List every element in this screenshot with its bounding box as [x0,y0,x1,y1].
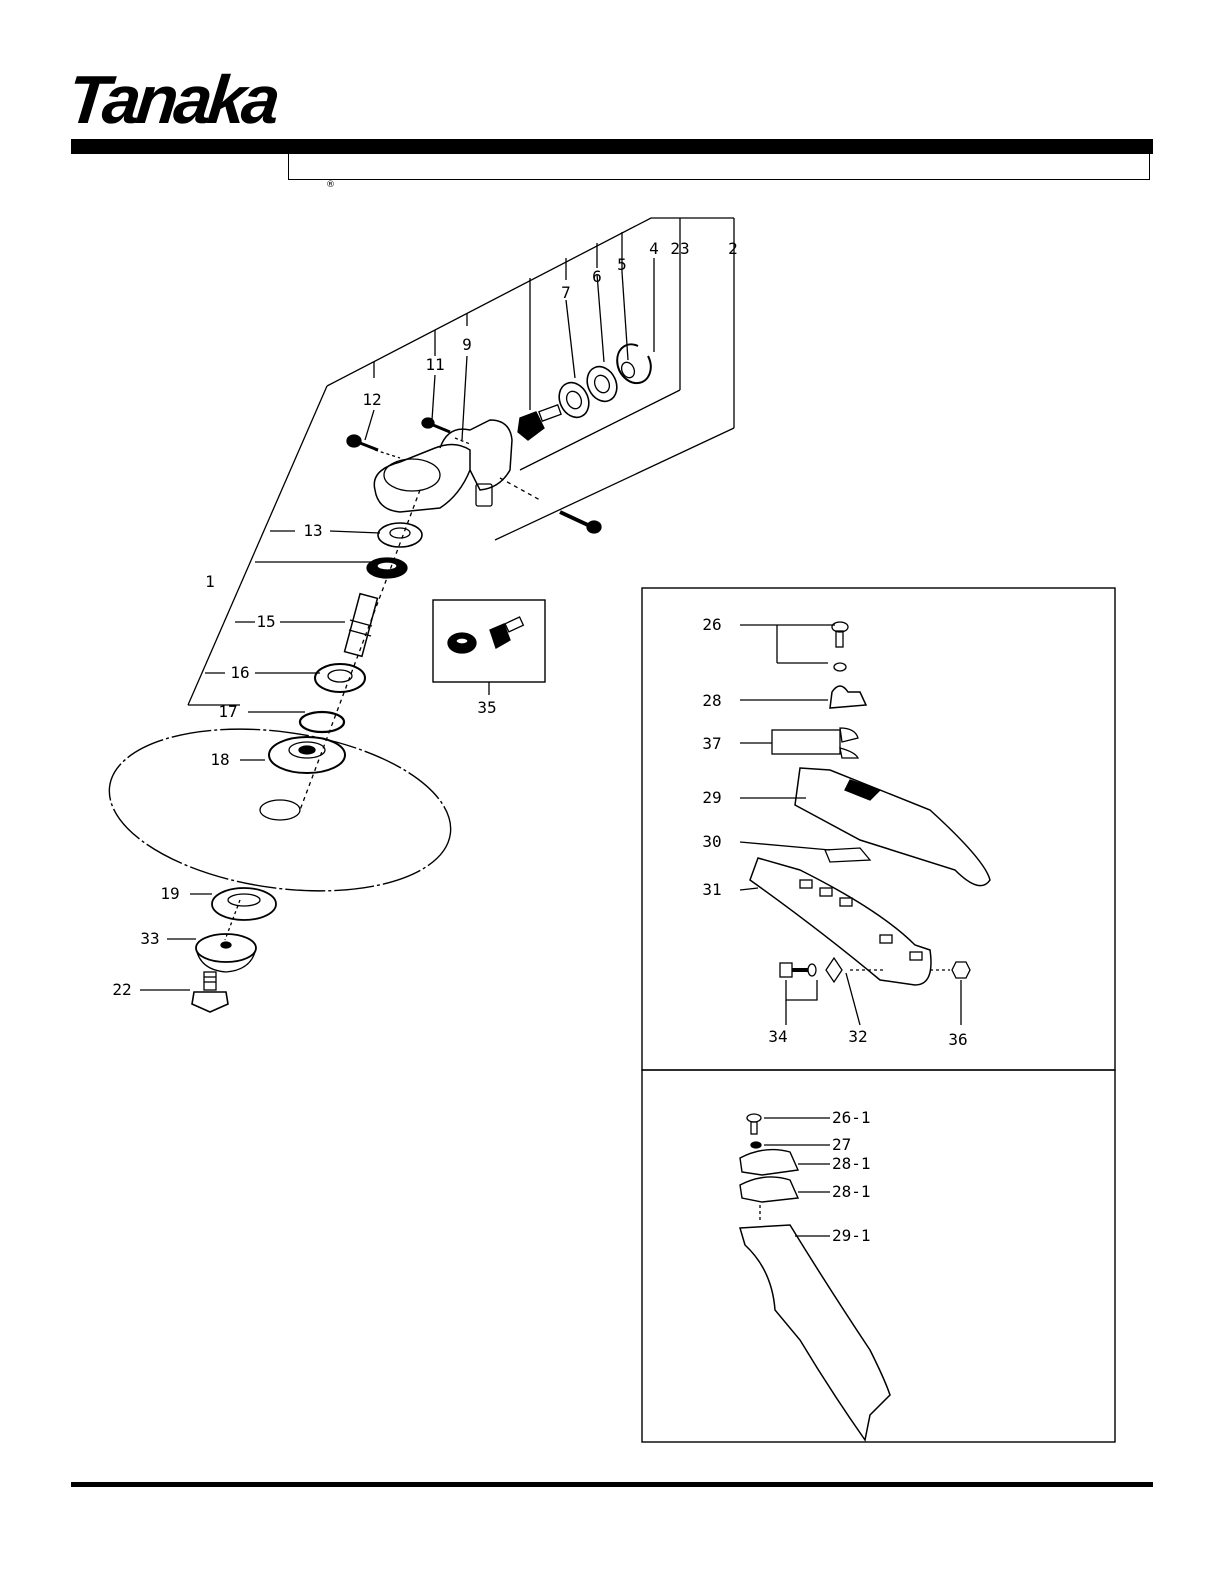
callout-33: 33 [140,929,159,948]
guard-29-1 [740,1225,890,1440]
callout-15: 15 [256,612,275,631]
callout-29: 29 [702,788,721,807]
callout-23: 23 [670,239,689,258]
callout-36: 36 [948,1030,967,1049]
gear-set-35 [448,617,523,653]
callout-16: 16 [230,663,249,682]
blade-holder-18 [269,737,345,773]
bolt-34 [780,963,816,977]
callout-31: 31 [702,880,721,899]
callout-11: 11 [425,355,444,374]
clip-30 [825,848,870,862]
callout-34: 34 [768,1027,787,1046]
guard-bracket-29 [795,768,990,886]
callout-26: 26 [702,615,721,634]
callout-35: 35 [477,698,496,717]
callout-27: 27 [832,1135,851,1154]
gear-case-assembly [99,218,734,1012]
callout-2: 2 [728,239,738,258]
circlip-4 [617,344,651,383]
callout-28-1a: 28-1 [832,1154,871,1173]
blade-center-hole [260,800,300,820]
callout-6: 6 [592,267,602,286]
blade-cover-33 [196,934,256,972]
clamp-28-1b [740,1177,798,1202]
callout-7: 7 [561,283,571,302]
callout-28-1b: 28-1 [832,1182,871,1201]
callout-28: 28 [702,691,721,710]
callout-13: 13 [303,521,322,540]
bevel-gear [367,558,407,578]
washer-26 [834,663,846,671]
output-shaft [345,594,378,657]
shim-37 [772,730,840,754]
callout-30: 30 [702,832,721,851]
screw-26 [832,622,848,647]
bearing-16 [315,664,365,692]
saw-blade [99,709,461,911]
callout-5: 5 [617,255,627,274]
nut-36 [952,962,970,978]
callout-37: 37 [702,734,721,753]
callout-22: 22 [112,980,131,999]
guard-assembly [740,622,990,1025]
callout-9: 9 [462,335,472,354]
blade-nut-22 [192,972,228,1012]
pinion-gear [518,405,561,440]
callout-12: 12 [362,390,381,409]
callout-17: 17 [218,702,237,721]
snap-ring-17 [300,712,344,732]
guard-box [642,588,1115,1070]
callout-18: 18 [210,750,229,769]
bolt-11 [422,418,450,432]
callout-4: 4 [649,239,659,258]
callout-labels: 2 23 4 5 6 7 9 11 12 13 1 15 16 17 18 19… [112,239,967,1245]
outer-washer-19 [212,888,276,920]
washer-5 [619,360,637,380]
callout-26-1: 26-1 [832,1108,871,1127]
clamp-28-1a [740,1150,798,1175]
bolt-12 [347,435,378,450]
alt-guard-box [642,1070,1115,1442]
washer-27 [751,1142,761,1148]
clamp-28 [830,686,866,708]
plate-32 [826,958,842,982]
guard-31 [750,858,931,985]
callout-29-1: 29-1 [832,1226,871,1245]
callout-1: 1 [205,572,215,591]
bolt-long [560,512,601,533]
callout-19: 19 [160,884,179,903]
callout-32: 32 [848,1027,867,1046]
screw-26-1 [747,1114,761,1134]
